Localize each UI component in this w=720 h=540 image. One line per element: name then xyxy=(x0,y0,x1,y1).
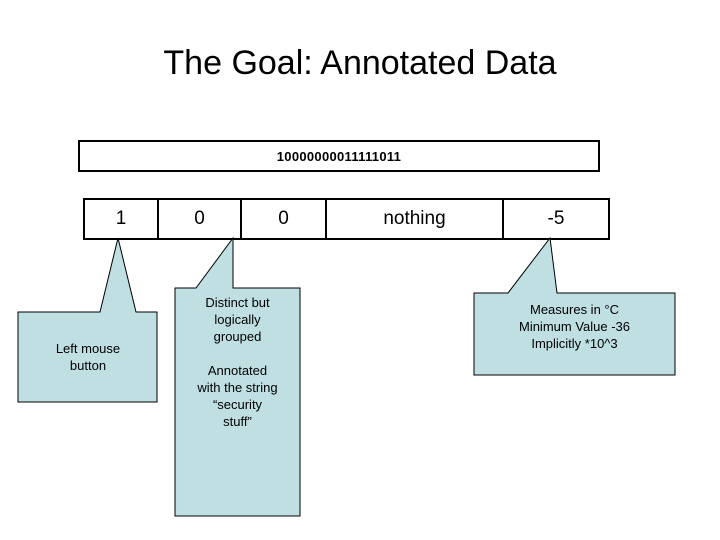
field-cell-3: nothing xyxy=(327,200,504,238)
field-table: 1 0 0 nothing -5 xyxy=(83,198,610,240)
field-cell-4: -5 xyxy=(504,200,608,238)
bitstring-value: 10000000011111011 xyxy=(276,148,402,164)
callout-left-shape xyxy=(17,237,158,403)
callout-distinct-grouped: Distinct but logically grouped Annotated… xyxy=(174,236,310,531)
bitstring-box: 10000000011111011 xyxy=(78,140,600,172)
field-cell-2: 0 xyxy=(242,200,327,238)
field-cell-1: 0 xyxy=(159,200,242,238)
callout-right-shape xyxy=(473,236,676,376)
callout-middle-shape xyxy=(174,236,301,517)
callout-measures-celsius: Measures in °C Minimum Value -36 Implici… xyxy=(473,236,684,386)
callout-left-mouse-button: Left mouse button xyxy=(17,236,168,416)
page-title: The Goal: Annotated Data xyxy=(163,44,557,82)
field-cell-0: 1 xyxy=(85,200,159,238)
